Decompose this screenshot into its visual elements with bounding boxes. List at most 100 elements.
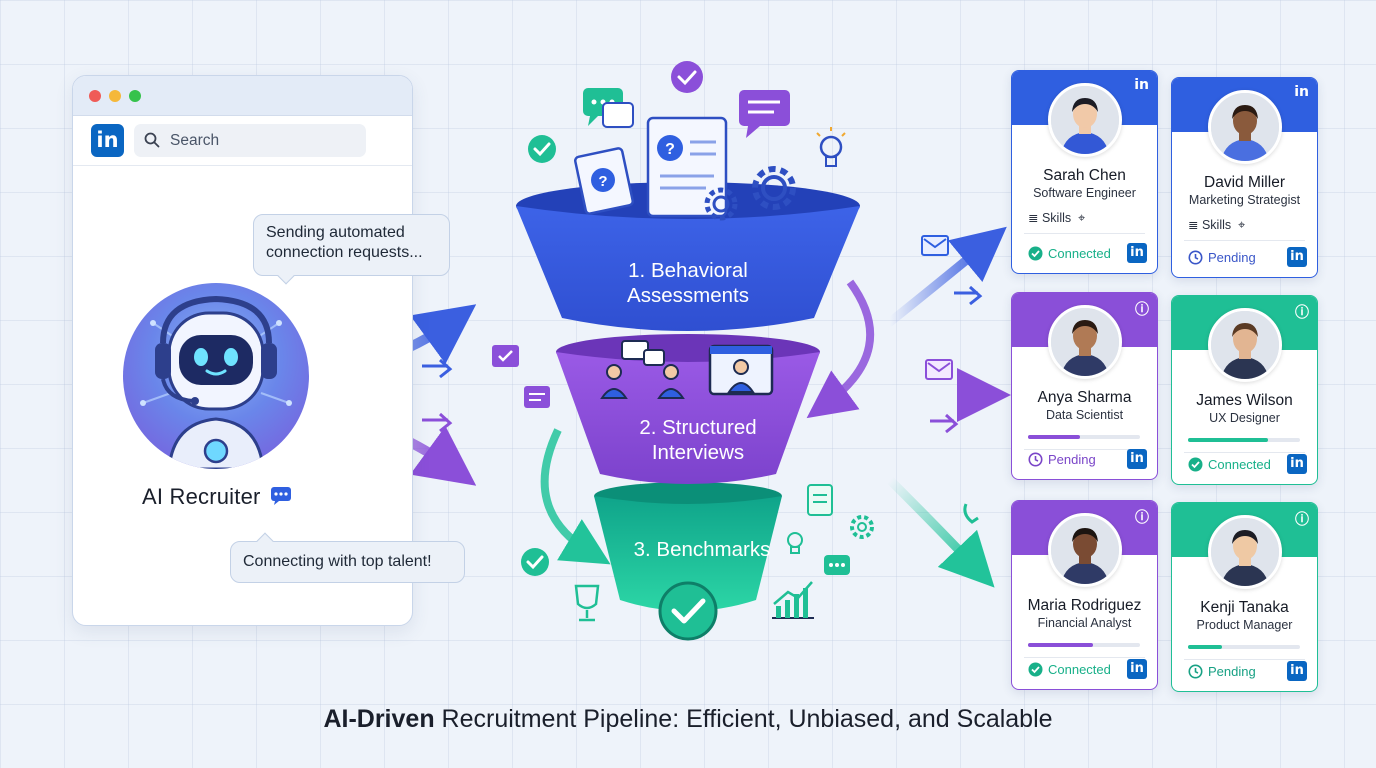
speed-arrow-icons [422, 358, 453, 433]
arrow-to-card-row-1 [885, 226, 1007, 327]
gear-icon-small [850, 515, 874, 539]
linkedin-badge-icon[interactable]: in [1127, 449, 1147, 469]
lightbulb-icon [816, 127, 846, 167]
svg-text:?: ? [665, 141, 675, 158]
right-arrow-icons [921, 235, 983, 524]
layers-icon: ≣ [1028, 211, 1039, 225]
candidate-role: Marketing Strategist [1188, 193, 1301, 207]
doc-icon-right [807, 484, 833, 516]
interview-people-icon [600, 340, 685, 399]
candidate-skills: ≣ Skills ⌖ [1188, 217, 1245, 233]
candidate-name: James Wilson [1196, 392, 1293, 409]
check-circle-icon [1028, 245, 1048, 261]
status-text: Pending [1208, 250, 1256, 266]
check-icon-left [528, 135, 556, 163]
clock-icon [1028, 451, 1048, 467]
card-badge-icon: in [1294, 84, 1309, 100]
location-pin-icon: ⌖ [1078, 211, 1086, 225]
funnel-stage-3-label: 3. Benchmarks [633, 538, 771, 561]
bubble-text: Sending automated connection requests... [266, 224, 423, 261]
progress-fill [1188, 438, 1268, 442]
candidate-role: Product Manager [1196, 618, 1293, 632]
speech-bubble-connecting: Connecting with top talent! [230, 532, 465, 583]
linkedin-badge-icon[interactable]: in [1127, 659, 1147, 679]
location-pin-icon: ⌖ [1238, 218, 1246, 232]
candidate-name: Sarah Chen [1043, 167, 1126, 184]
close-window-button[interactable] [89, 90, 101, 102]
assessment-document-icon: ? [646, 116, 728, 218]
chat-icon [271, 487, 291, 505]
ai-recruiter-label: AI Recruiter [142, 484, 261, 509]
flow-arrow-stage2-to-stage3 [540, 428, 611, 565]
card-badge-icon: ⓘ [1135, 302, 1149, 318]
clock-icon [1188, 663, 1208, 679]
linkedin-badge-icon[interactable]: in [1127, 243, 1147, 263]
card-divider [1184, 452, 1305, 453]
linkedin-logo-icon[interactable]: in [91, 124, 124, 157]
robot-icon [140, 295, 292, 469]
growth-chart-icon [772, 581, 814, 619]
check-icon-bottom [521, 548, 549, 576]
benchmark-check-icon [658, 581, 718, 641]
connection-status: Pending [1028, 451, 1096, 467]
bulb-icon-small [787, 532, 803, 554]
linkedin-badge-icon[interactable]: in [1287, 661, 1307, 681]
candidate-name: Kenji Tanaka [1200, 599, 1289, 616]
chat-bubbles-icon [583, 88, 634, 128]
card-divider [1184, 240, 1305, 241]
card-divider [1024, 449, 1145, 450]
progress-track [1188, 645, 1300, 649]
candidate-avatar [1047, 513, 1122, 587]
status-text: Connected [1208, 457, 1271, 473]
connection-status: Connected [1188, 456, 1271, 472]
linkedin-badge-icon[interactable]: in [1287, 247, 1307, 267]
candidate-avatar [1207, 90, 1282, 164]
chat-icon-small [824, 555, 850, 575]
linkedin-nav-bar: in [73, 116, 412, 166]
skills-label: Skills [1201, 218, 1232, 232]
message-icon [739, 90, 790, 138]
flow-arrow-stage1-to-stage2 [806, 279, 875, 419]
speech-bubble-sending: Sending automated connection requests... [253, 214, 450, 285]
card-divider [1024, 233, 1145, 234]
funnel-stage-3 [594, 482, 782, 611]
clock-icon [1188, 249, 1208, 265]
card-badge-icon: ⓘ [1295, 305, 1309, 321]
maximize-window-button[interactable] [129, 90, 141, 102]
gear-icon [704, 166, 796, 221]
search-input[interactable] [134, 124, 366, 157]
candidate-role: Software Engineer [1033, 186, 1136, 200]
layers-icon: ≣ [1188, 218, 1199, 232]
check-icon-top [671, 61, 703, 93]
title-rest: Recruitment Pipeline: Efficient, Unbiase… [434, 705, 1053, 733]
connection-status: Connected [1028, 245, 1111, 261]
candidate-avatar [1047, 83, 1122, 157]
minimize-window-button[interactable] [109, 90, 121, 102]
candidate-name: Anya Sharma [1037, 389, 1132, 406]
progress-fill [1188, 645, 1222, 649]
card-badge-icon: in [1134, 77, 1149, 93]
linkedin-badge-icon[interactable]: in [1287, 454, 1307, 474]
progress-fill [1028, 643, 1093, 647]
title-bold: AI-Driven [323, 705, 435, 733]
candidate-name: David Miller [1204, 174, 1285, 191]
candidate-skills: ≣ Skills ⌖ [1028, 210, 1085, 226]
connection-status: Pending [1188, 663, 1256, 679]
page-title: AI-Driven Recruitment Pipeline: Efficien… [0, 705, 1376, 734]
status-text: Connected [1048, 662, 1111, 678]
connection-status: Pending [1188, 249, 1256, 265]
progress-track [1028, 435, 1140, 439]
candidate-avatar [1207, 308, 1282, 382]
card-divider [1024, 657, 1145, 658]
small-check-message-icon [492, 345, 550, 408]
status-text: Connected [1048, 246, 1111, 262]
svg-text:?: ? [598, 173, 607, 190]
skills-label: Skills [1041, 211, 1072, 225]
